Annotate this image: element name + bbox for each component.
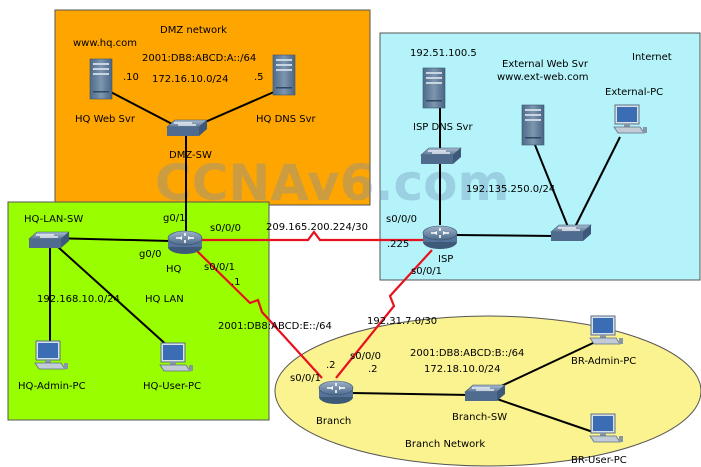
external-web-title-label: External Web Svr [502,59,589,70]
br-admin-pc-label: BR-Admin-PC [571,356,636,367]
external-pc-label: External-PC [605,87,663,98]
branch-s001-host-label: .2 [326,360,336,371]
hq-user-pc-label: HQ-User-PC [143,381,201,392]
hq-lan-zone-label: HQ LAN [145,294,184,305]
isp-router-label: ISP [438,254,453,265]
dmz-switch-label: DMZ-SW [169,150,212,161]
hq-g01-label: g0/1 [163,213,185,224]
branch-switch-label: Branch-SW [452,412,507,423]
isp-host-label: .225 [387,239,409,250]
isp-s001-label: s0/0/1 [411,266,442,277]
link-extpc-extsw [574,136,621,228]
br-user-pc-label: BR-User-PC [571,455,627,466]
dmz-ipv4-label: 172.16.10.0/24 [152,74,229,85]
ethernet-links [49,87,621,433]
external-web-url-label: www.ext-web.com [497,72,588,83]
isp-dns-server-label: ISP DNS Svr [413,122,473,133]
watermark: CCNAv6.com [155,154,510,212]
isp-router-icon[interactable] [422,225,458,250]
hq-web-server-icon[interactable] [89,58,113,100]
hq-router-icon[interactable] [167,230,203,255]
hq-dns-server-icon[interactable] [272,54,296,96]
link-hqweb-dmzsw [102,87,177,127]
hq-isp-net-label: 209.165.200.224/30 [266,222,368,233]
link-branchsw-bruser [496,398,594,433]
hq-branch-ipv6-label: 2001:DB8:ABCD:E::/64 [218,321,332,332]
hq-router-label: HQ [166,264,182,275]
link-hq-branch [193,247,323,379]
internet-zone-label: Internet [632,52,672,63]
hq-web-url-label: www.hq.com [73,38,137,49]
branch-router-icon[interactable] [318,380,354,405]
isp-dns-ip-label: 192.51.100.5 [410,48,477,59]
isp-dns-server-icon[interactable] [422,67,446,109]
serial-links [193,230,433,379]
branch-s001-label: s0/0/1 [290,373,321,384]
dmz-switch-icon[interactable] [166,119,208,137]
link-isp-extsw [454,234,556,237]
link-lansw-hq [49,237,171,242]
hq-web-server-label: HQ Web Svr [75,114,136,125]
hq-dns-server-label: HQ DNS Svr [256,114,317,125]
hq-s001-host-label: .1 [231,277,241,288]
hq-admin-pc-label: HQ-Admin-PC [18,381,86,392]
link-branchsw-bradmin [496,342,594,389]
branch-router-label: Branch [316,416,351,427]
hq-s000-label: s0/0/0 [210,223,241,234]
link-hq-isp [200,230,424,242]
branch-ipv6-label: 2001:DB8:ABCD:B::/64 [410,348,524,359]
isp-branch-net-label: 192.31.7.0/30 [367,316,437,327]
internet-net-label: 192.135.250.0/24 [466,184,555,195]
dmz-zone-label: DMZ network [160,25,227,36]
link-isp-branch [335,249,433,379]
hq-lan-switch-label: HQ-LAN-SW [24,214,83,225]
link-lansw-userpc [57,246,171,349]
dmz-ipv6-label: 2001:DB8:ABCD:A::/64 [142,53,256,64]
dmz-zone [54,9,371,206]
hq-g00-label: g0/0 [139,249,161,260]
isp-switch-icon[interactable] [420,147,462,165]
branch-s000-label: s0/0/0 [350,351,381,362]
dns-host-label: .5 [254,72,264,83]
branch-s000-host-label: .2 [368,364,378,375]
link-branch-branchsw [351,392,471,396]
external-web-server-icon[interactable] [521,104,545,146]
hq-s001-label: s0/0/1 [204,262,235,273]
isp-s000-label: s0/0/0 [386,214,417,225]
external-switch-icon[interactable] [550,224,592,242]
branch-zone-label: Branch Network [405,439,485,450]
web-host-label: .10 [123,72,139,83]
branch-switch-icon[interactable] [464,384,506,402]
link-hqdns-dmzsw [195,87,284,127]
hq-lan-switch-icon[interactable] [28,231,70,249]
branch-ipv4-label: 172.18.10.0/24 [424,364,501,375]
link-extweb-extsw [532,139,569,228]
hq-lan-net-label: 192.168.10.0/24 [37,294,120,305]
